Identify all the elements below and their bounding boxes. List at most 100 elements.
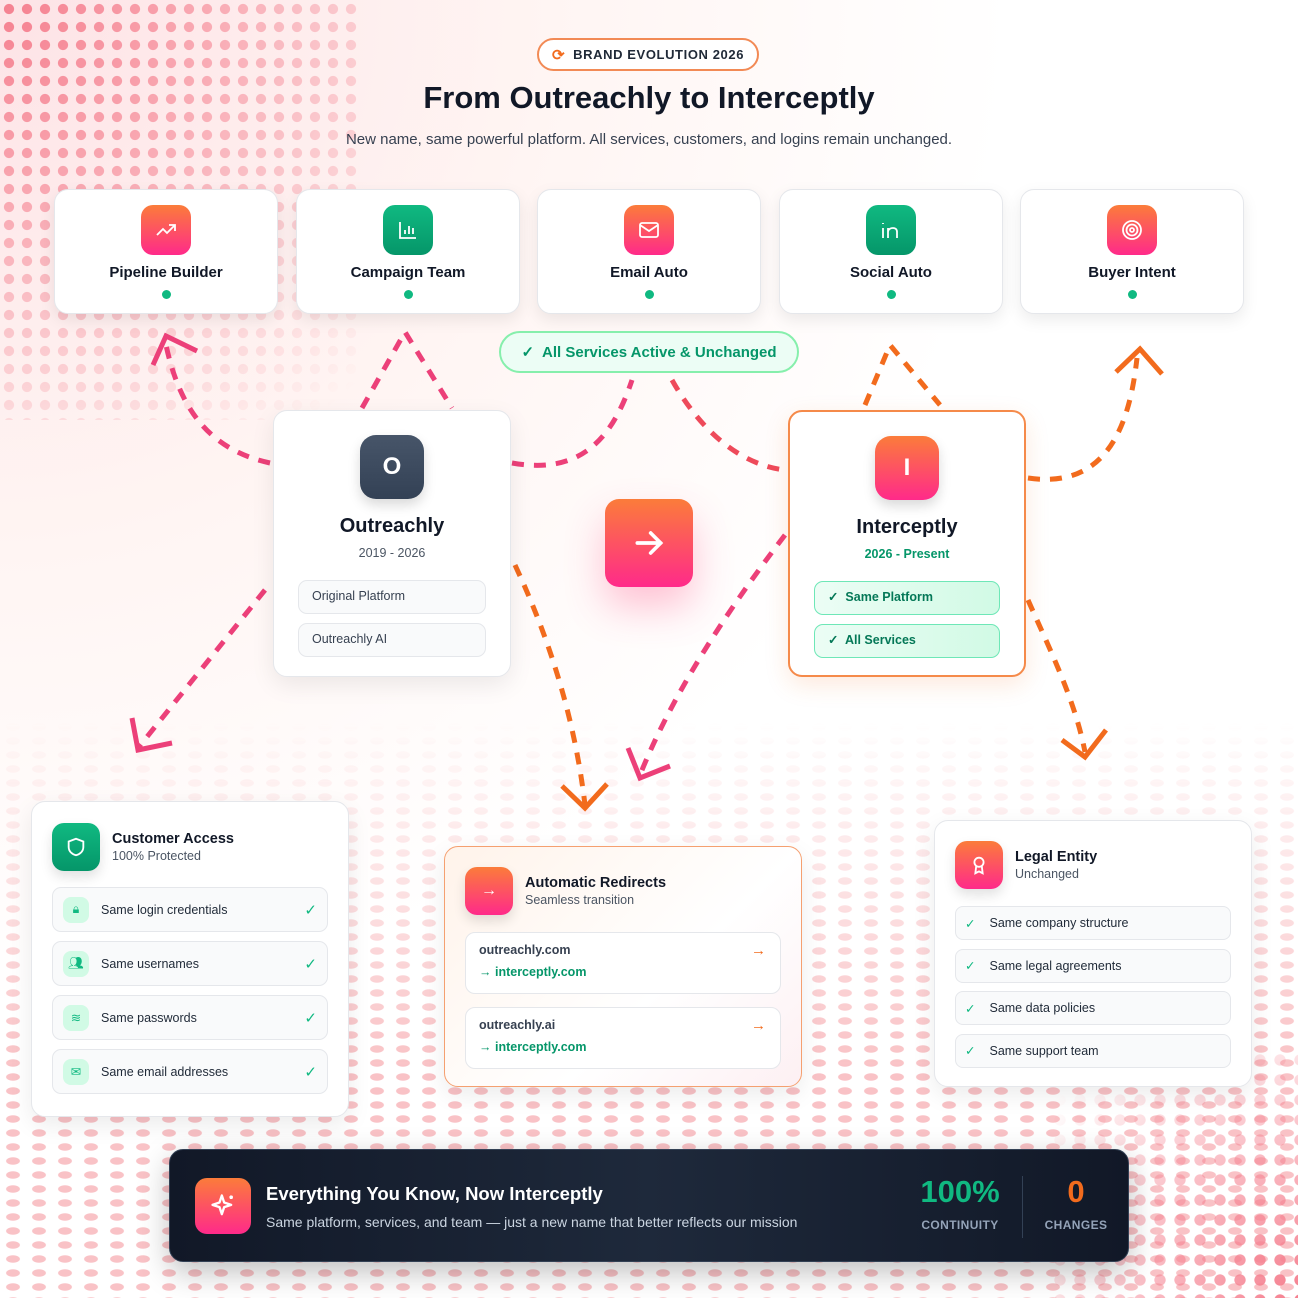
page-subtitle: New name, same powerful platform. All se… (345, 131, 953, 148)
list-item: ✓Same company structure (955, 906, 1231, 940)
customer-access-panel: Customer Access 100% Protected 🔒︎ Same log… (31, 801, 349, 1117)
arrow-to-buyer (1027, 357, 1140, 482)
transition-arrow-button (605, 499, 693, 587)
trending-up-icon (141, 205, 191, 255)
arrowhead (560, 782, 609, 812)
brand-name: Outreachly (339, 515, 445, 537)
brand-tag: Original Platform (298, 580, 486, 614)
tag-label: All Services (844, 633, 916, 647)
arrow-to-social (862, 340, 942, 407)
old-brand-card: O Outreachly 2019 - 2026 Original Platfo… (273, 410, 511, 677)
check-icon: ✓ (304, 955, 317, 973)
panel-title: Automatic Redirects (525, 875, 667, 891)
redirect-item: outreachly.ai→ interceptly.com→ (465, 1007, 781, 1069)
redirect-to: → interceptly.com (479, 965, 587, 979)
check-icon: ✓ (965, 1044, 976, 1058)
sparkles-icon (195, 1178, 251, 1234)
panel-subtitle: Seamless transition (525, 893, 635, 907)
users-icon: 👥︎ (63, 950, 89, 977)
status-dot (161, 290, 171, 299)
service-label: Campaign Team (350, 264, 466, 281)
arrowhead (625, 747, 671, 782)
item-label: Same data policies (989, 1001, 1096, 1015)
service-card-buyer-intent[interactable]: Buyer Intent (1020, 189, 1244, 314)
status-dot (886, 290, 896, 299)
arrow-right-icon: → (751, 1017, 766, 1034)
arrow-to-legal (1025, 598, 1088, 753)
check-icon: ✓ (828, 633, 845, 647)
arrow-to-pipeline (163, 344, 271, 466)
item-label: Same support team (989, 1043, 1099, 1058)
outreachly-logo: O (360, 435, 424, 499)
service-label: Social Auto (850, 264, 932, 281)
interceptly-logo: I (875, 436, 939, 500)
list-item: ✓Same legal agreements (955, 948, 1231, 983)
arrow-to-campaign (359, 327, 455, 410)
bar-chart-icon (383, 205, 433, 255)
award-icon (955, 841, 1003, 889)
arrow-to-customer-access (136, 588, 267, 750)
arrow-right-icon: → (465, 867, 513, 915)
arrowhead (129, 717, 173, 753)
divider (1022, 1176, 1023, 1238)
service-label: Buyer Intent (1088, 264, 1176, 281)
panel-title: Customer Access (112, 831, 234, 847)
arrow-to-email (511, 379, 635, 468)
stat-label: CONTINUITY (921, 1218, 999, 1232)
all-services-status-pill: ✓All Services Active & Unchanged (499, 331, 799, 373)
list-item: ✓Same data policies (955, 991, 1231, 1025)
lock-icon: 🔒︎ (63, 896, 89, 923)
service-label: Pipeline Builder (109, 264, 223, 281)
item-label: Same usernames (101, 956, 199, 971)
check-icon: ✓ (965, 916, 976, 931)
database-icon: ≋ (63, 1004, 89, 1031)
new-brand-card: I Interceptly 2026 - Present ✓ Same Plat… (788, 410, 1026, 677)
brand-tag: ✓ Same Platform (814, 581, 1000, 615)
arrow-to-redirects-orange (512, 563, 588, 806)
badge-label: BRAND EVOLUTION 2026 (573, 47, 745, 62)
arrow-right-icon: → (751, 942, 766, 959)
brand-tag: ✓ All Services (814, 624, 1000, 658)
redirect-from: outreachly.com (479, 943, 571, 957)
status-dot (403, 290, 413, 299)
service-card-campaign-team[interactable]: Campaign Team (296, 189, 520, 314)
arrowhead (150, 332, 199, 367)
list-item: 🔒︎Same login credentials✓ (52, 887, 328, 932)
item-label: Same email addresses (101, 1064, 229, 1079)
item-label: Same passwords (101, 1010, 197, 1025)
page-title: From Outreachly to Interceptly (423, 80, 875, 115)
mail-icon: ✉︎ (63, 1058, 89, 1085)
shield-icon (52, 823, 100, 871)
arrow-right-icon (635, 531, 664, 555)
item-label: Same login credentials (101, 902, 228, 917)
check-icon: ✓ (965, 959, 976, 973)
brand-name: Interceptly (856, 516, 958, 538)
arrowhead (1114, 345, 1164, 376)
check-icon: ✓ (304, 1063, 317, 1081)
check-icon: ✓ (828, 590, 846, 604)
list-item: ✓ Same support team (955, 1033, 1231, 1068)
brand-tag: Outreachly AI (298, 623, 486, 657)
panel-title: Legal Entity (1015, 849, 1098, 865)
status-dot (1127, 290, 1137, 299)
service-card-email-auto[interactable]: Email Auto (537, 189, 761, 314)
list-item: ≋Same passwords✓ (52, 995, 328, 1040)
brand-years: 2026 - Present (864, 547, 950, 561)
panel-subtitle: 100% Protected (112, 849, 201, 863)
stat-value: 0 (1067, 1174, 1085, 1209)
arrow-to-redirects-pink (637, 533, 787, 776)
redirect-item: outreachly.com → interceptly.com → (465, 932, 781, 994)
stat-label: CHANGES (1044, 1218, 1108, 1232)
service-card-pipeline-builder[interactable]: Pipeline Builder (54, 189, 278, 314)
service-label: Email Auto (610, 264, 688, 281)
target-icon (1107, 205, 1157, 255)
service-card-social-auto[interactable]: Social Auto (779, 189, 1003, 314)
redirect-to: → interceptly.com (479, 1040, 587, 1054)
status-dot (644, 290, 654, 299)
status-pill-label: All Services Active & Unchanged (542, 343, 777, 361)
panel-subtitle: Unchanged (1015, 867, 1079, 881)
refresh-icon: ⟳ (551, 46, 566, 64)
